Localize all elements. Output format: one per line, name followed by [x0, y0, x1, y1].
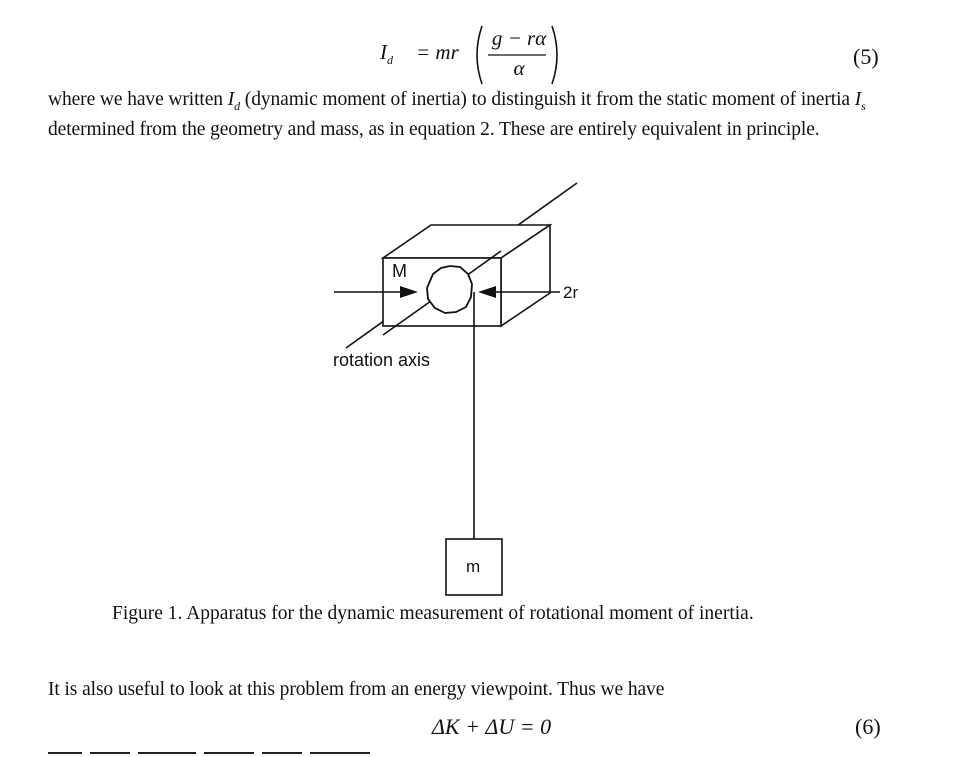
eq5-equals-mr: = mr: [416, 40, 459, 64]
eq5-lhs: Id: [380, 40, 393, 68]
p1-subscript-s: s: [861, 98, 866, 113]
label-rotation-axis: rotation axis: [333, 350, 430, 370]
eq5-lhs-subscript: d: [387, 53, 393, 68]
apparatus-diagram: M 2r rotation axis m: [333, 182, 578, 596]
label-M: M: [392, 261, 407, 281]
p1-symbol-I: I: [227, 89, 235, 110]
p1-symbol-Id: Id: [227, 89, 241, 113]
p1-symbol-Is: Is: [854, 89, 866, 113]
p1-subscript-d: d: [234, 98, 241, 113]
clipped-text-line: [48, 752, 568, 757]
equation-5: Id = mr g − rα α: [378, 22, 578, 88]
pulley-circle: [426, 265, 473, 314]
paragraph-2: It is also useful to look at this proble…: [48, 679, 665, 700]
eq5-number: (5): [853, 44, 879, 69]
eq5-lhs-symbol: I: [380, 40, 387, 64]
p1-symbol-I2: I: [854, 89, 862, 110]
p1-text-3: determined from the geometry and mass, a…: [48, 118, 820, 140]
figure-caption: Figure 1. Apparatus for the dynamic meas…: [112, 603, 754, 624]
p1-text-2: (dynamic moment of inertia) to distingui…: [240, 89, 855, 110]
mass-box: [445, 538, 503, 596]
p1-text-1: where we have written: [48, 89, 228, 110]
eq5-parentheses: [476, 25, 558, 85]
left-arrow-head: [400, 286, 418, 298]
equation-6: ΔK + ΔU = 0: [432, 714, 552, 739]
paragraph-1: where we have written Id (dynamic moment…: [48, 88, 908, 142]
eq6-number: (6): [855, 714, 881, 739]
eq5-numerator: g − rα: [491, 26, 547, 50]
eq5-denominator: α: [513, 56, 525, 80]
label-m: m: [466, 557, 480, 576]
label-2r: 2r: [563, 283, 578, 302]
right-arrow-head: [478, 286, 496, 298]
